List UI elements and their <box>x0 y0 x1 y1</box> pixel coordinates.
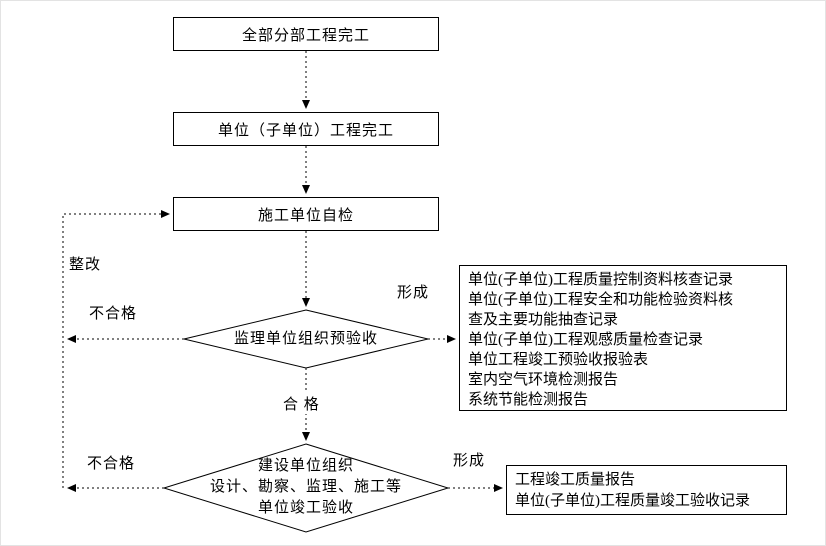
box-all-divisions-complete: 全部分部工程完工 <box>173 17 439 51</box>
diamond-final-line-2: 设计、勘察、监理、施工等 <box>209 479 402 495</box>
doc-line: 工程竣工质量报告 <box>515 472 636 488</box>
label-rectify: 整改 <box>69 253 102 274</box>
doc-line: 查及主要功能抽查记录 <box>468 312 619 328</box>
label-form-final: 形成 <box>453 449 486 470</box>
doc-line: 系统节能检测报告 <box>468 392 589 408</box>
diamond-final-line-1: 建设单位组织 <box>257 458 354 474</box>
diamond-final-acceptance-shape <box>162 443 450 533</box>
docs-pre-acceptance-box: 单位(子单位)工程质量控制资料核查记录 单位(子单位)工程安全和功能检验资料核 … <box>459 265 787 411</box>
diamond-pre-acceptance-shape <box>183 309 429 369</box>
box-unit-works-complete: 单位（子单位）工程完工 <box>173 112 439 146</box>
box-contractor-self-check: 施工单位自检 <box>173 197 439 231</box>
label-fail-pre: 不合格 <box>89 302 138 323</box>
diamond-final-acceptance-label: 建设单位组织 设计、勘察、监理、施工等 单位竣工验收 <box>166 456 446 519</box>
label-form-pre: 形成 <box>397 281 430 302</box>
label-fail-final: 不合格 <box>87 452 136 473</box>
doc-line: 单位(子单位)工程质量控制资料核查记录 <box>468 272 733 288</box>
arrow-rectify-return <box>62 210 170 488</box>
doc-line: 单位(子单位)工程观感质量检查记录 <box>468 332 703 348</box>
diamond-pre-acceptance-label: 监理单位组织预验收 <box>233 331 378 347</box>
doc-line: 单位(子单位)工程质量竣工验收记录 <box>515 493 750 509</box>
doc-line: 室内空气环境检测报告 <box>468 372 619 388</box>
label-pass: 合 格 <box>283 393 320 414</box>
doc-line: 单位工程竣工预验收报验表 <box>468 352 649 368</box>
doc-line: 单位(子单位)工程安全和功能检验资料核 <box>468 292 733 308</box>
docs-final-acceptance-box: 工程竣工质量报告 单位(子单位)工程质量竣工验收记录 <box>506 465 787 515</box>
diamond-final-line-3: 单位竣工验收 <box>257 500 354 516</box>
